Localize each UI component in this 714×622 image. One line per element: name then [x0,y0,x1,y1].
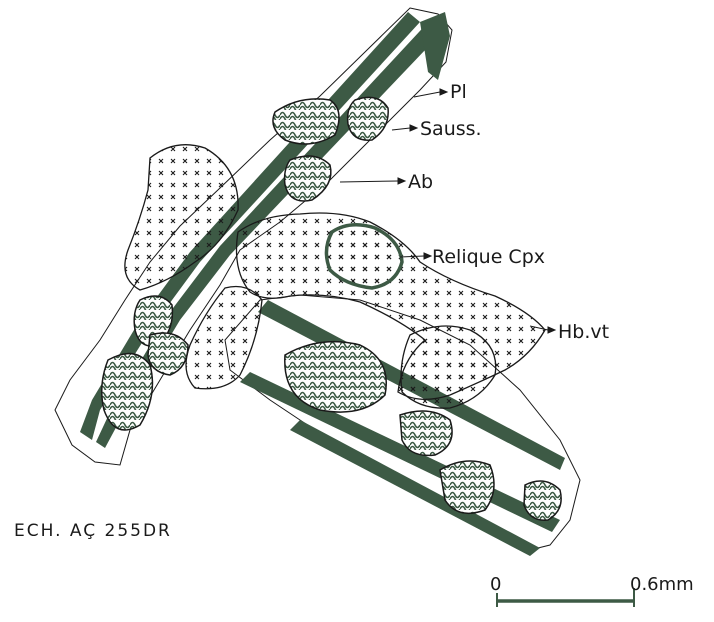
label-ab: Ab [408,171,433,193]
saussurite-patch-10 [524,481,561,520]
saussurite-patch-8 [400,411,452,455]
lower-lath-band-mid [240,372,560,532]
scale-bar-start: 0 [490,574,501,595]
saussurite-patch-1 [273,99,339,144]
label-sauss: Sauss. [420,118,482,140]
label-hb-vt: Hb.vt [558,321,609,343]
saussurite-patch-5 [102,354,153,430]
hornblende-region-right [401,326,496,408]
sample-id: ECH. AÇ 255DR [14,521,172,541]
scale-bar-end: 0.6mm [630,574,694,595]
saussurite-patch-6 [148,333,188,375]
hornblende-region-upper-left [125,145,238,290]
plagioclase-tip [420,12,450,80]
saussurite-patch-3 [285,156,331,201]
label-relique-cpx: Relique Cpx [432,246,545,268]
scale-bar [497,588,634,607]
label-pl: Pl [450,81,467,103]
saussurite-patch-2 [348,97,389,140]
